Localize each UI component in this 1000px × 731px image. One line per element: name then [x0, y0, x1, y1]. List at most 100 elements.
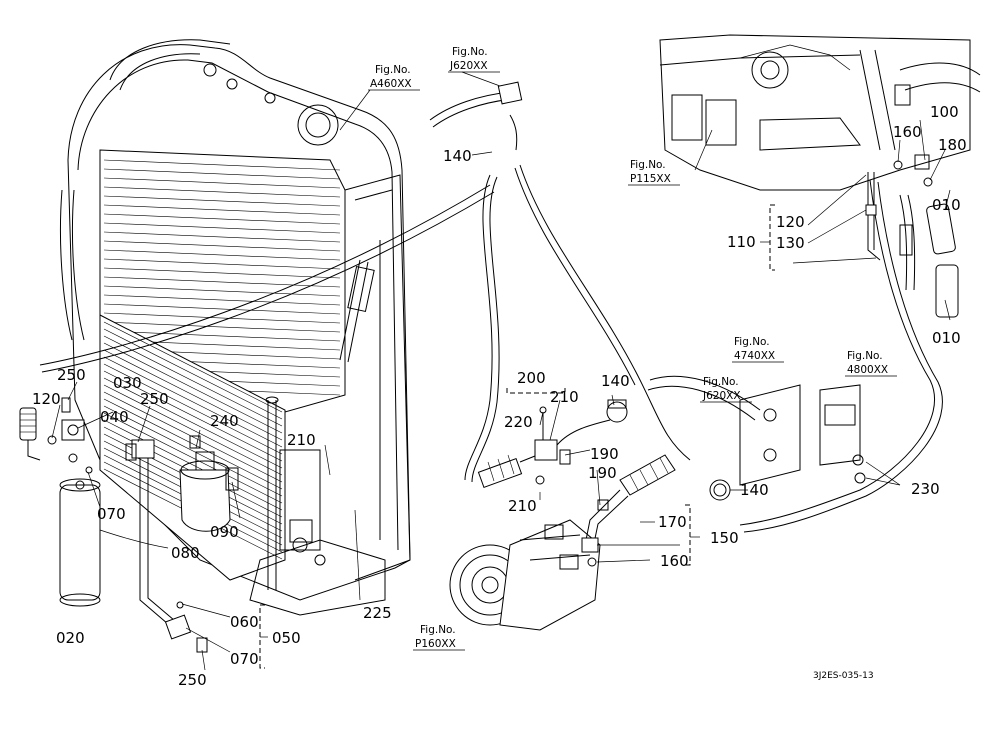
radiator-fin — [103, 159, 341, 171]
fig-ref-underlines — [368, 71, 897, 651]
group-brackets — [259, 204, 775, 669]
fig-ref-a460-label: Fig.No. — [375, 64, 411, 76]
condenser-fin — [103, 419, 283, 511]
radiator-fin — [103, 249, 341, 261]
part-label-190-lower: 190 — [588, 464, 617, 482]
compressor — [449, 519, 601, 631]
part-label-120-right: 120 — [776, 213, 805, 231]
part-label-110: 110 — [727, 233, 756, 251]
radiator-fin — [103, 303, 341, 315]
part-label-250-left: 250 — [57, 366, 86, 384]
part-label-140-right: 140 — [740, 481, 769, 499]
radiator-fin — [103, 294, 341, 306]
fig-ref-p160-label: Fig.No. — [420, 624, 456, 636]
part-label-210-top: 210 — [550, 388, 579, 406]
part-label-060: 060 — [230, 613, 259, 631]
part-label-070-bottom: 070 — [230, 650, 259, 668]
fig-ref-4740-code: 4740XX — [734, 350, 775, 362]
radiator-fin — [103, 168, 341, 180]
part-label-070-left: 070 — [97, 505, 126, 523]
radiator-fin — [103, 267, 341, 279]
part-label-010-lower: 010 — [932, 329, 961, 347]
part-label-230: 230 — [911, 480, 940, 498]
radiator-fin — [103, 330, 341, 342]
condenser-fin — [103, 321, 283, 413]
part-label-160-bottom: 160 — [660, 552, 689, 570]
fig-ref-4800-code: 4800XX — [847, 364, 888, 376]
fig-ref-4800-label: Fig.No. — [847, 350, 883, 362]
condenser-fin — [103, 405, 283, 497]
fig-ref-p115-code: P115XX — [630, 173, 671, 185]
part-label-225: 225 — [363, 604, 392, 622]
part-label-010-upper: 010 — [932, 196, 961, 214]
part-label-100: 100 — [930, 103, 959, 121]
fig-ref-p160-code: P160XX — [415, 638, 456, 650]
part-label-120-left: 120 — [32, 390, 61, 408]
fig-ref-4740-label: Fig.No. — [734, 336, 770, 348]
condenser-fin — [103, 349, 283, 441]
receiver-drier — [59, 478, 101, 607]
fig-ref-j620top-code: J620XX — [449, 60, 488, 72]
radiator-fin — [103, 177, 341, 189]
part-label-210-bottom: 210 — [508, 497, 537, 515]
condenser-fin — [103, 356, 283, 448]
condenser-fin — [103, 412, 283, 504]
pressure-switch-fitting — [19, 397, 208, 653]
fig-ref-a460-code: A460XX — [370, 78, 412, 90]
drier-bracket — [179, 451, 239, 532]
condenser-fin — [103, 377, 283, 469]
drawing-code: 3J2ES-035-13 — [813, 671, 874, 681]
leader-lines — [51, 71, 951, 671]
part-label-080: 080 — [171, 544, 200, 562]
part-label-040: 040 — [100, 408, 129, 426]
part-label-160-top: 160 — [893, 123, 922, 141]
radiator-fin — [103, 186, 341, 198]
radiator-fin — [103, 321, 341, 333]
refrigerant-lines — [39, 81, 943, 533]
condenser-fin — [103, 342, 283, 434]
radiator-fin — [103, 312, 341, 324]
part-label-250-bottom: 250 — [178, 671, 207, 689]
part-label-140-top: 140 — [443, 147, 472, 165]
part-label-210-left: 210 — [287, 431, 316, 449]
part-label-220: 220 — [504, 413, 533, 431]
radiator-fin — [103, 204, 341, 216]
part-label-190-upper: 190 — [590, 445, 619, 463]
part-label-250-mid: 250 — [140, 390, 169, 408]
part-label-180: 180 — [938, 136, 967, 154]
part-label-130: 130 — [776, 234, 805, 252]
figure-references: Fig.No. A460XX Fig.No. J620XX Fig.No. P1… — [370, 46, 888, 650]
radiator-fin — [103, 285, 341, 297]
fig-ref-p115-label: Fig.No. — [630, 159, 666, 171]
radiator-fin — [103, 213, 341, 225]
part-label-020: 020 — [56, 629, 85, 647]
condenser-fin — [103, 398, 283, 490]
fig-ref-j620mid-label: Fig.No. — [703, 376, 739, 388]
condenser-fin — [103, 363, 283, 455]
condenser-fin — [103, 328, 283, 420]
radiator-fin — [103, 240, 341, 252]
evaporator-hose-set — [865, 154, 959, 318]
part-label-200: 200 — [517, 369, 546, 387]
part-labels: 010 010 020 030 040 050 060 070 070 080 … — [32, 103, 967, 689]
radiator-fin — [103, 258, 341, 270]
part-label-240: 240 — [210, 412, 239, 430]
liquid-pipe — [131, 439, 192, 640]
part-label-030: 030 — [113, 374, 142, 392]
part-label-140-mid: 140 — [601, 372, 630, 390]
condenser-fin — [103, 384, 283, 476]
part-label-090: 090 — [210, 523, 239, 541]
part-label-150: 150 — [710, 529, 739, 547]
radiator-fin — [103, 222, 341, 234]
mounting-brackets — [739, 384, 866, 486]
radiator-fin — [103, 276, 341, 288]
part-label-170: 170 — [658, 513, 687, 531]
radiator-fin — [103, 231, 341, 243]
radiator-fin — [103, 195, 341, 207]
condenser-fin — [103, 370, 283, 462]
compressor-hoses — [477, 399, 731, 567]
condenser-fin — [103, 391, 283, 483]
condenser-fin — [103, 335, 283, 427]
